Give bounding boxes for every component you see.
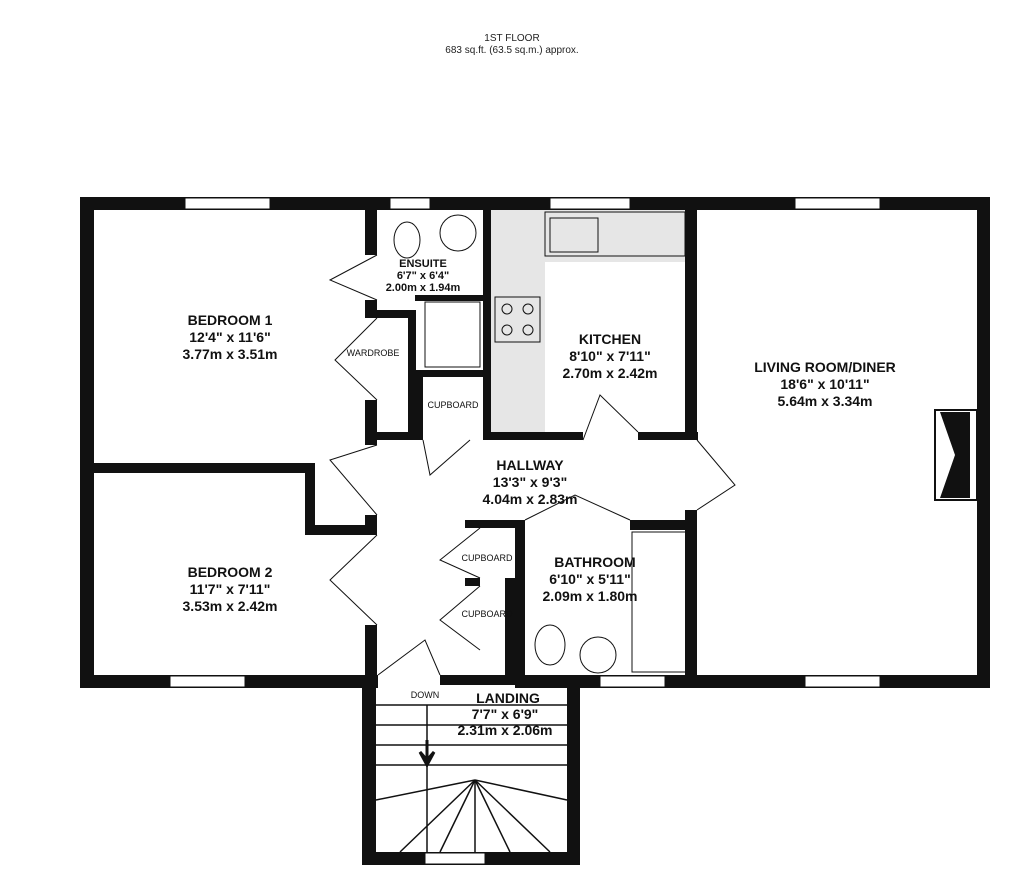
svg-text:11'7" x 7'11": 11'7" x 7'11"	[190, 581, 271, 597]
svg-text:8'10" x 7'11": 8'10" x 7'11"	[569, 348, 650, 364]
svg-text:18'6" x 10'11": 18'6" x 10'11"	[780, 376, 869, 392]
room-ensuite: ENSUITE 6'7" x 6'4" 2.00m x 1.94m	[386, 258, 461, 294]
svg-text:2.09m x 1.80m: 2.09m x 1.80m	[543, 588, 638, 604]
room-bedroom1: BEDROOM 1 12'4" x 11'6" 3.77m x 3.51m	[183, 312, 278, 362]
room-landing: LANDING 7'7" x 6'9" 2.31m x 2.06m	[458, 690, 553, 738]
floor-area: 683 sq.ft. (63.5 sq.m.) approx.	[445, 45, 579, 56]
svg-text:ENSUITE: ENSUITE	[399, 258, 447, 270]
svg-text:3.77m x 3.51m: 3.77m x 3.51m	[183, 346, 278, 362]
svg-text:2.00m x 1.94m: 2.00m x 1.94m	[386, 282, 461, 294]
svg-text:5.64m x 3.34m: 5.64m x 3.34m	[778, 393, 873, 409]
svg-text:LANDING: LANDING	[476, 690, 540, 706]
svg-text:6'7" x 6'4": 6'7" x 6'4"	[397, 270, 449, 282]
doors	[328, 254, 736, 676]
room-living: LIVING ROOM/DINER 18'6" x 10'11" 5.64m x…	[754, 359, 896, 409]
floor-title: 1ST FLOOR	[484, 33, 540, 44]
room-bathroom: BATHROOM 6'10" x 5'11" 2.09m x 1.80m	[543, 554, 638, 604]
svg-text:2.70m x 2.42m: 2.70m x 2.42m	[563, 365, 658, 381]
svg-text:4.04m x 2.83m: 4.04m x 2.83m	[483, 491, 578, 507]
wardrobe-label: WARDROBE	[347, 348, 400, 358]
svg-text:KITCHEN: KITCHEN	[579, 331, 641, 347]
svg-text:13'3" x 9'3": 13'3" x 9'3"	[493, 474, 567, 490]
fixtures	[393, 211, 688, 674]
svg-text:HALLWAY: HALLWAY	[496, 457, 564, 473]
svg-text:7'7" x 6'9": 7'7" x 6'9"	[472, 706, 539, 722]
svg-text:BATHROOM: BATHROOM	[554, 554, 635, 570]
stairs[interactable]	[375, 704, 568, 853]
arrow-down-icon	[418, 740, 436, 769]
svg-text:6'10" x 5'11": 6'10" x 5'11"	[549, 571, 630, 587]
room-bedroom2: BEDROOM 2 11'7" x 7'11" 3.53m x 2.42m	[183, 564, 278, 614]
svg-text:BEDROOM 2: BEDROOM 2	[188, 564, 273, 580]
svg-text:2.31m x 2.06m: 2.31m x 2.06m	[458, 722, 553, 738]
cupboard-label: CUPBOARD	[427, 400, 479, 410]
room-kitchen: KITCHEN 8'10" x 7'11" 2.70m x 2.42m	[563, 331, 658, 381]
cupboard-label: CUPBOARD	[461, 609, 513, 619]
down-label: DOWN	[411, 690, 440, 700]
svg-text:BEDROOM 1: BEDROOM 1	[188, 312, 273, 328]
svg-text:3.53m x 2.42m: 3.53m x 2.42m	[183, 598, 278, 614]
svg-text:12'4" x 11'6": 12'4" x 11'6"	[189, 329, 270, 345]
windows	[169, 197, 881, 865]
svg-text:LIVING ROOM/DINER: LIVING ROOM/DINER	[754, 359, 896, 375]
cupboard-label: CUPBOARD	[461, 553, 513, 563]
room-hallway: HALLWAY 13'3" x 9'3" 4.04m x 2.83m	[483, 457, 578, 507]
